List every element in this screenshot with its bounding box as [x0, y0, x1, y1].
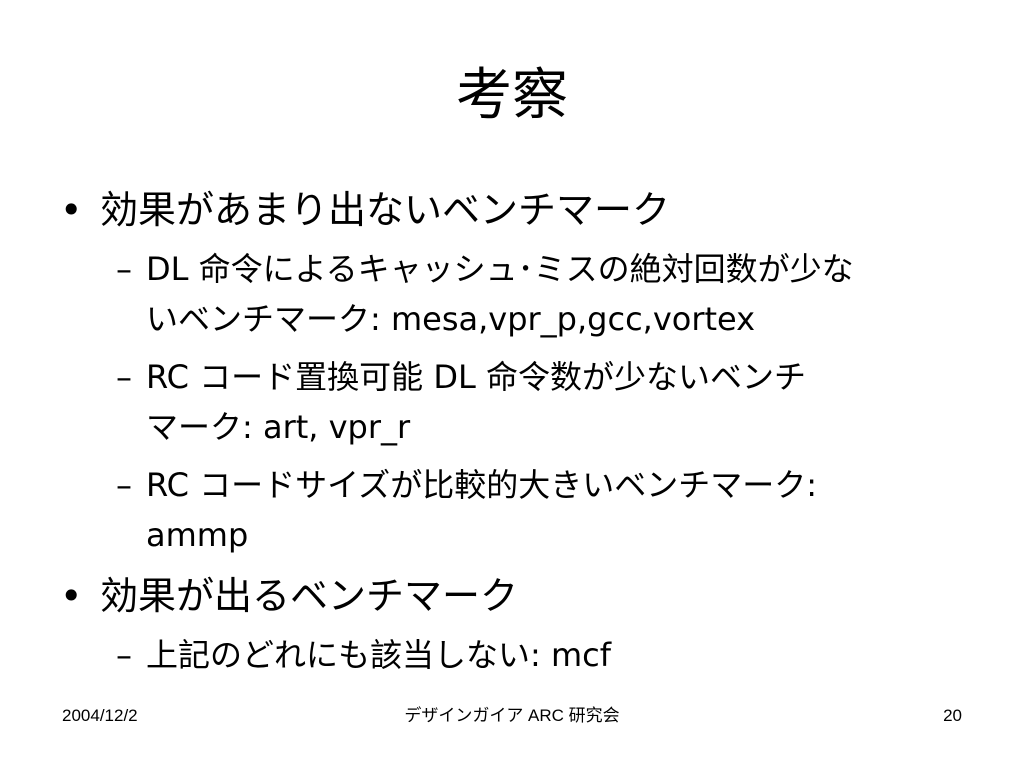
- sub-bullet-line: RC コードサイズが比較的大きいベンチマーク:: [146, 466, 817, 504]
- sub-bullet-item: – RC コードサイズが比較的大きいベンチマーク: ammp: [60, 460, 980, 560]
- footer-page-number: 20: [943, 706, 962, 725]
- bullet-marker: •: [60, 574, 83, 618]
- dash-marker: –: [116, 358, 132, 396]
- sub-bullet-line: RC コード置換可能 DL 命令数が少ないベンチ: [146, 358, 806, 396]
- footer-event: デザインガイア ARC 研究会: [404, 706, 620, 725]
- sub-bullet-item: – RC コード置換可能 DL 命令数が少ないベンチ マーク: art, vpr…: [60, 352, 980, 452]
- sub-bullet-line: マーク: art, vpr_r: [146, 408, 411, 446]
- bullet-text: 効果があまり出ないベンチマーク: [100, 188, 671, 232]
- sub-bullet-line: いベンチマーク: mesa,vpr_p,gcc,vortex: [146, 300, 756, 338]
- sub-bullet-line: 上記のどれにも該当しない: mcf: [146, 636, 611, 674]
- bullet-marker: •: [60, 188, 83, 232]
- sub-bullet-item: – 上記のどれにも該当しない: mcf: [60, 630, 980, 680]
- slide-body: • 効果があまり出ないベンチマーク – DL 命令によるキャッシュ･ミスの絶対回…: [60, 182, 980, 688]
- footer-date: 2004/12/2: [62, 706, 138, 725]
- dash-marker: –: [116, 636, 132, 674]
- sub-bullet-line: DL 命令によるキャッシュ･ミスの絶対回数が少な: [146, 250, 854, 288]
- dash-marker: –: [116, 466, 132, 504]
- bullet-text: 効果が出るベンチマーク: [100, 574, 519, 618]
- sub-bullet-line: ammp: [146, 516, 249, 554]
- bullet-item: • 効果があまり出ないベンチマーク: [60, 182, 980, 238]
- dash-marker: –: [116, 250, 132, 288]
- sub-bullet-item: – DL 命令によるキャッシュ･ミスの絶対回数が少な いベンチマーク: mesa…: [60, 244, 980, 344]
- slide-title: 考察: [456, 63, 568, 128]
- bullet-item: • 効果が出るベンチマーク: [60, 568, 980, 624]
